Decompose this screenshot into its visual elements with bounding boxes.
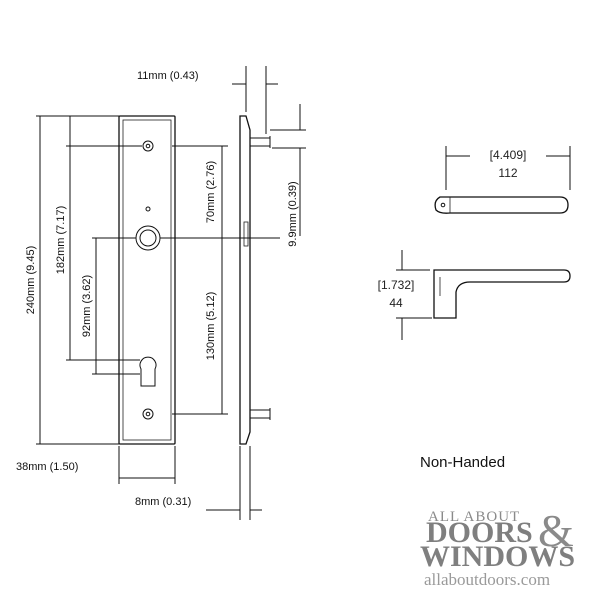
logo-url: allaboutdoors.com bbox=[424, 570, 550, 589]
logo-line-windows: WINDOWS bbox=[420, 540, 575, 573]
lever-height-mm-label: 44 bbox=[389, 296, 403, 310]
lever-top-view bbox=[434, 146, 571, 214]
pin-icon bbox=[145, 206, 151, 212]
dim-182mm-label: 182mm (7.17) bbox=[55, 206, 67, 274]
escutcheon-plate bbox=[118, 115, 176, 445]
brand-logo: ALL ABOUT DOORS & WINDOWS allaboutdoors.… bbox=[420, 505, 575, 589]
logo-ampersand: & bbox=[538, 505, 574, 556]
lever-height-in-label: [1.732] bbox=[378, 278, 415, 292]
logo-line-all-about: ALL ABOUT bbox=[428, 509, 520, 525]
dimension-lines bbox=[36, 66, 306, 520]
non-handed-label: Non-Handed bbox=[420, 454, 505, 471]
dim-92mm-label: 92mm (3.62) bbox=[81, 275, 93, 337]
cylinder-cutout-icon bbox=[139, 356, 157, 387]
dim-38mm-label: 38mm (1.50) bbox=[16, 461, 78, 473]
dim-70mm-label: 70mm (2.76) bbox=[205, 161, 217, 223]
top-screw-icon bbox=[142, 140, 154, 152]
bottom-screw-icon bbox=[142, 408, 154, 420]
dim-9-9mm-label: 9.9mm (0.39) bbox=[287, 181, 299, 246]
lever-length-in-label: [4.409] bbox=[490, 148, 527, 162]
dim-130mm-label: 130mm (5.12) bbox=[205, 292, 217, 360]
lever-side-view bbox=[396, 250, 571, 340]
dim-240mm-label: 240mm (9.45) bbox=[25, 246, 37, 314]
dim-8mm-label: 8mm (0.31) bbox=[135, 496, 191, 508]
dim-11mm-label: 11mm (0.43) bbox=[137, 70, 199, 82]
lever-length-mm-label: 112 bbox=[498, 166, 517, 180]
side-profile bbox=[239, 115, 271, 445]
logo-line-doors: DOORS bbox=[426, 516, 533, 549]
